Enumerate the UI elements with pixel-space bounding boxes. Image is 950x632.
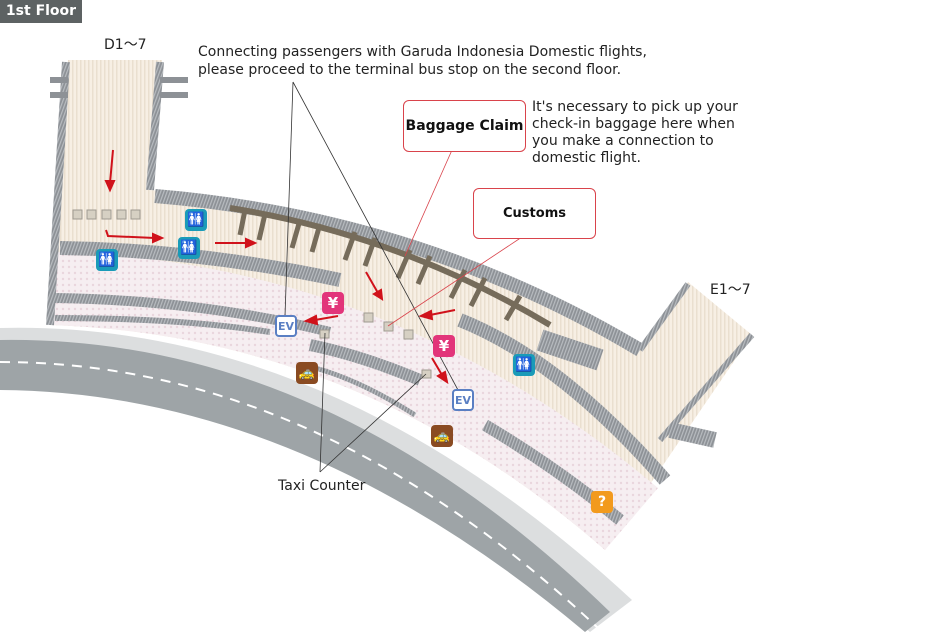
gate-label-e: E1〜7 (710, 282, 751, 298)
connecting-note-line2: please proceed to the terminal bus stop … (198, 62, 622, 78)
currency-exchange-icon: ¥ (433, 335, 455, 357)
floor-label: 1st Floor (0, 0, 82, 23)
taxi-icon: 🚕 (431, 425, 453, 447)
baggage-claim-callout: Baggage Claim (403, 100, 526, 152)
currency-exchange-icon: ¥ (322, 292, 344, 314)
baggage-carousel (229, 205, 552, 328)
baggage-note-line1: It's necessary to pick up your (532, 99, 738, 115)
road-lane-marking (0, 361, 599, 629)
restroom-icon: 🚻 (96, 249, 118, 271)
restroom-icon: 🚻 (178, 237, 200, 259)
customs-callout: Customs (473, 188, 596, 239)
road (0, 339, 610, 632)
baggage-note-line2: check-in baggage here when (532, 116, 735, 132)
connecting-note-line1: Connecting passengers with Garuda Indone… (198, 44, 647, 60)
information-icon: ? (591, 491, 613, 513)
restroom-icon: 🚻 (185, 209, 207, 231)
elevator-icon: EV (452, 389, 474, 411)
restroom-icon: 🚻 (513, 354, 535, 376)
gate-label-d: D1〜7 (104, 37, 147, 53)
elevator-icon: EV (275, 315, 297, 337)
taxi-counter-label: Taxi Counter (278, 478, 366, 494)
taxi-icon: 🚕 (296, 362, 318, 384)
baggage-note-line4: domestic flight. (532, 150, 641, 166)
baggage-note-line3: you make a connection to (532, 133, 714, 149)
